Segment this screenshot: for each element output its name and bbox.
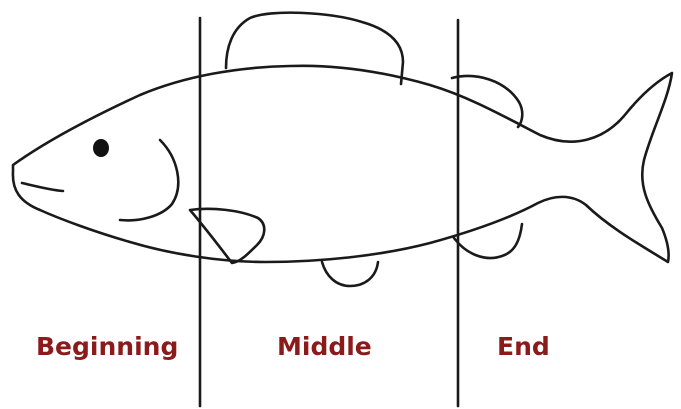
label-middle: Middle (277, 332, 372, 361)
rear-dorsal-fin (450, 74, 524, 129)
pectoral-fin (188, 207, 266, 265)
fish-body (11, 64, 674, 264)
label-beginning: Beginning (36, 332, 179, 361)
anal-fin (452, 222, 524, 260)
pelvic-fin (320, 260, 380, 288)
dorsal-fin (224, 11, 405, 86)
gill-cover (118, 138, 180, 222)
fish-outline-group (11, 11, 674, 408)
mouth-line (20, 181, 65, 193)
fish-eye (93, 139, 109, 157)
label-end: End (497, 332, 550, 361)
